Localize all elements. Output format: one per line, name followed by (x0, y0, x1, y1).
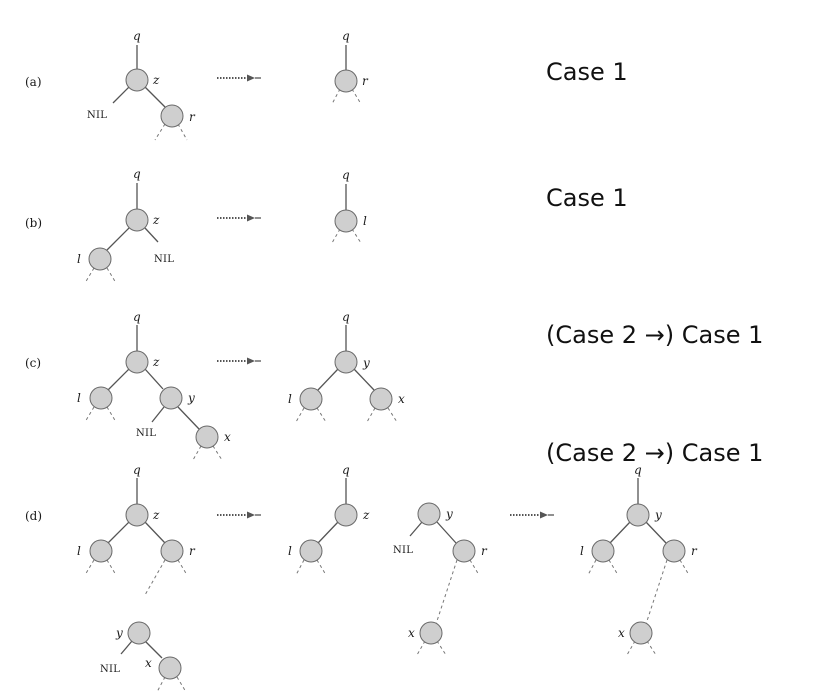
label-z: z (152, 508, 160, 522)
label-z: z (362, 508, 370, 522)
label-y: y (362, 356, 370, 370)
node-r (662, 539, 686, 563)
node-z (334, 503, 358, 527)
label-q: q (342, 168, 350, 182)
transform-arrow-d1 (216, 510, 262, 520)
label-z: z (152, 355, 160, 369)
row-tag-a: (a) (25, 75, 42, 89)
label-q: q (342, 310, 350, 324)
node-l (299, 387, 323, 411)
label-r: r (481, 544, 488, 558)
label-l: l (288, 392, 292, 406)
node-r (452, 539, 476, 563)
label-x: x (618, 626, 625, 640)
node-x (369, 387, 393, 411)
label-r: r (189, 110, 196, 124)
node-r (160, 539, 184, 563)
row-tag-b: (b) (25, 216, 42, 230)
node-z (125, 68, 149, 92)
label-nil: NIL (100, 664, 120, 675)
label-x: x (398, 392, 405, 406)
node-r (334, 69, 358, 93)
label-q: q (342, 29, 350, 43)
transform-arrow-b (216, 213, 262, 223)
node-x (629, 621, 653, 645)
node-y (417, 502, 441, 526)
label-y: y (187, 391, 195, 405)
label-l: l (580, 544, 584, 558)
label-y: y (115, 626, 123, 640)
label-x: x (145, 656, 152, 670)
row-a: (a) q z NIL r q r Case 1 (25, 29, 628, 141)
label-x: x (224, 430, 231, 444)
label-r: r (362, 74, 369, 88)
label-r: r (189, 544, 196, 558)
label-l: l (77, 391, 81, 405)
row-tag-c: (c) (25, 356, 41, 370)
label-r: r (691, 544, 698, 558)
node-y (127, 621, 151, 645)
node-r (160, 104, 184, 128)
label-q: q (342, 463, 350, 477)
label-nil: NIL (87, 110, 107, 121)
case-label-b: Case 1 (546, 184, 628, 212)
label-q: q (634, 463, 642, 477)
label-q: q (133, 463, 141, 477)
label-x: x (408, 626, 415, 640)
label-l: l (363, 214, 367, 228)
row-tag-d: (d) (25, 509, 42, 523)
node-l (89, 539, 113, 563)
node-l (299, 539, 323, 563)
node-z (125, 208, 149, 232)
node-l (89, 386, 113, 410)
label-q: q (133, 29, 141, 43)
label-l: l (288, 544, 292, 558)
case-label-d: (Case 2 →) Case 1 (546, 439, 763, 467)
node-x (195, 425, 219, 449)
transform-arrow-a (216, 73, 262, 83)
label-z: z (152, 73, 160, 87)
node-y (626, 503, 650, 527)
row-c: (c) q z l y NIL x q y l x (25, 310, 763, 461)
node-x (158, 656, 182, 680)
node-l (334, 209, 358, 233)
label-y: y (654, 508, 662, 522)
label-nil: NIL (393, 545, 413, 556)
label-nil: NIL (154, 254, 174, 265)
label-l: l (77, 252, 81, 266)
transform-arrow-d2 (509, 510, 555, 520)
node-l (88, 247, 112, 271)
label-l: l (77, 544, 81, 558)
node-z (125, 503, 149, 527)
case-label-a: Case 1 (546, 58, 628, 86)
node-z (125, 350, 149, 374)
node-y (334, 350, 358, 374)
row-b: (b) q z l NIL q l Case 1 (25, 167, 628, 284)
label-y: y (445, 507, 453, 521)
label-q: q (133, 167, 141, 181)
node-x (419, 621, 443, 645)
row-d: (d) q z l r y NIL x q z l (25, 439, 763, 693)
case-label-c: (Case 2 →) Case 1 (546, 321, 763, 349)
transform-arrow-c (216, 356, 262, 366)
label-q: q (133, 310, 141, 324)
node-l (591, 539, 615, 563)
label-z: z (152, 213, 160, 227)
label-nil: NIL (136, 428, 156, 439)
node-y (159, 386, 183, 410)
